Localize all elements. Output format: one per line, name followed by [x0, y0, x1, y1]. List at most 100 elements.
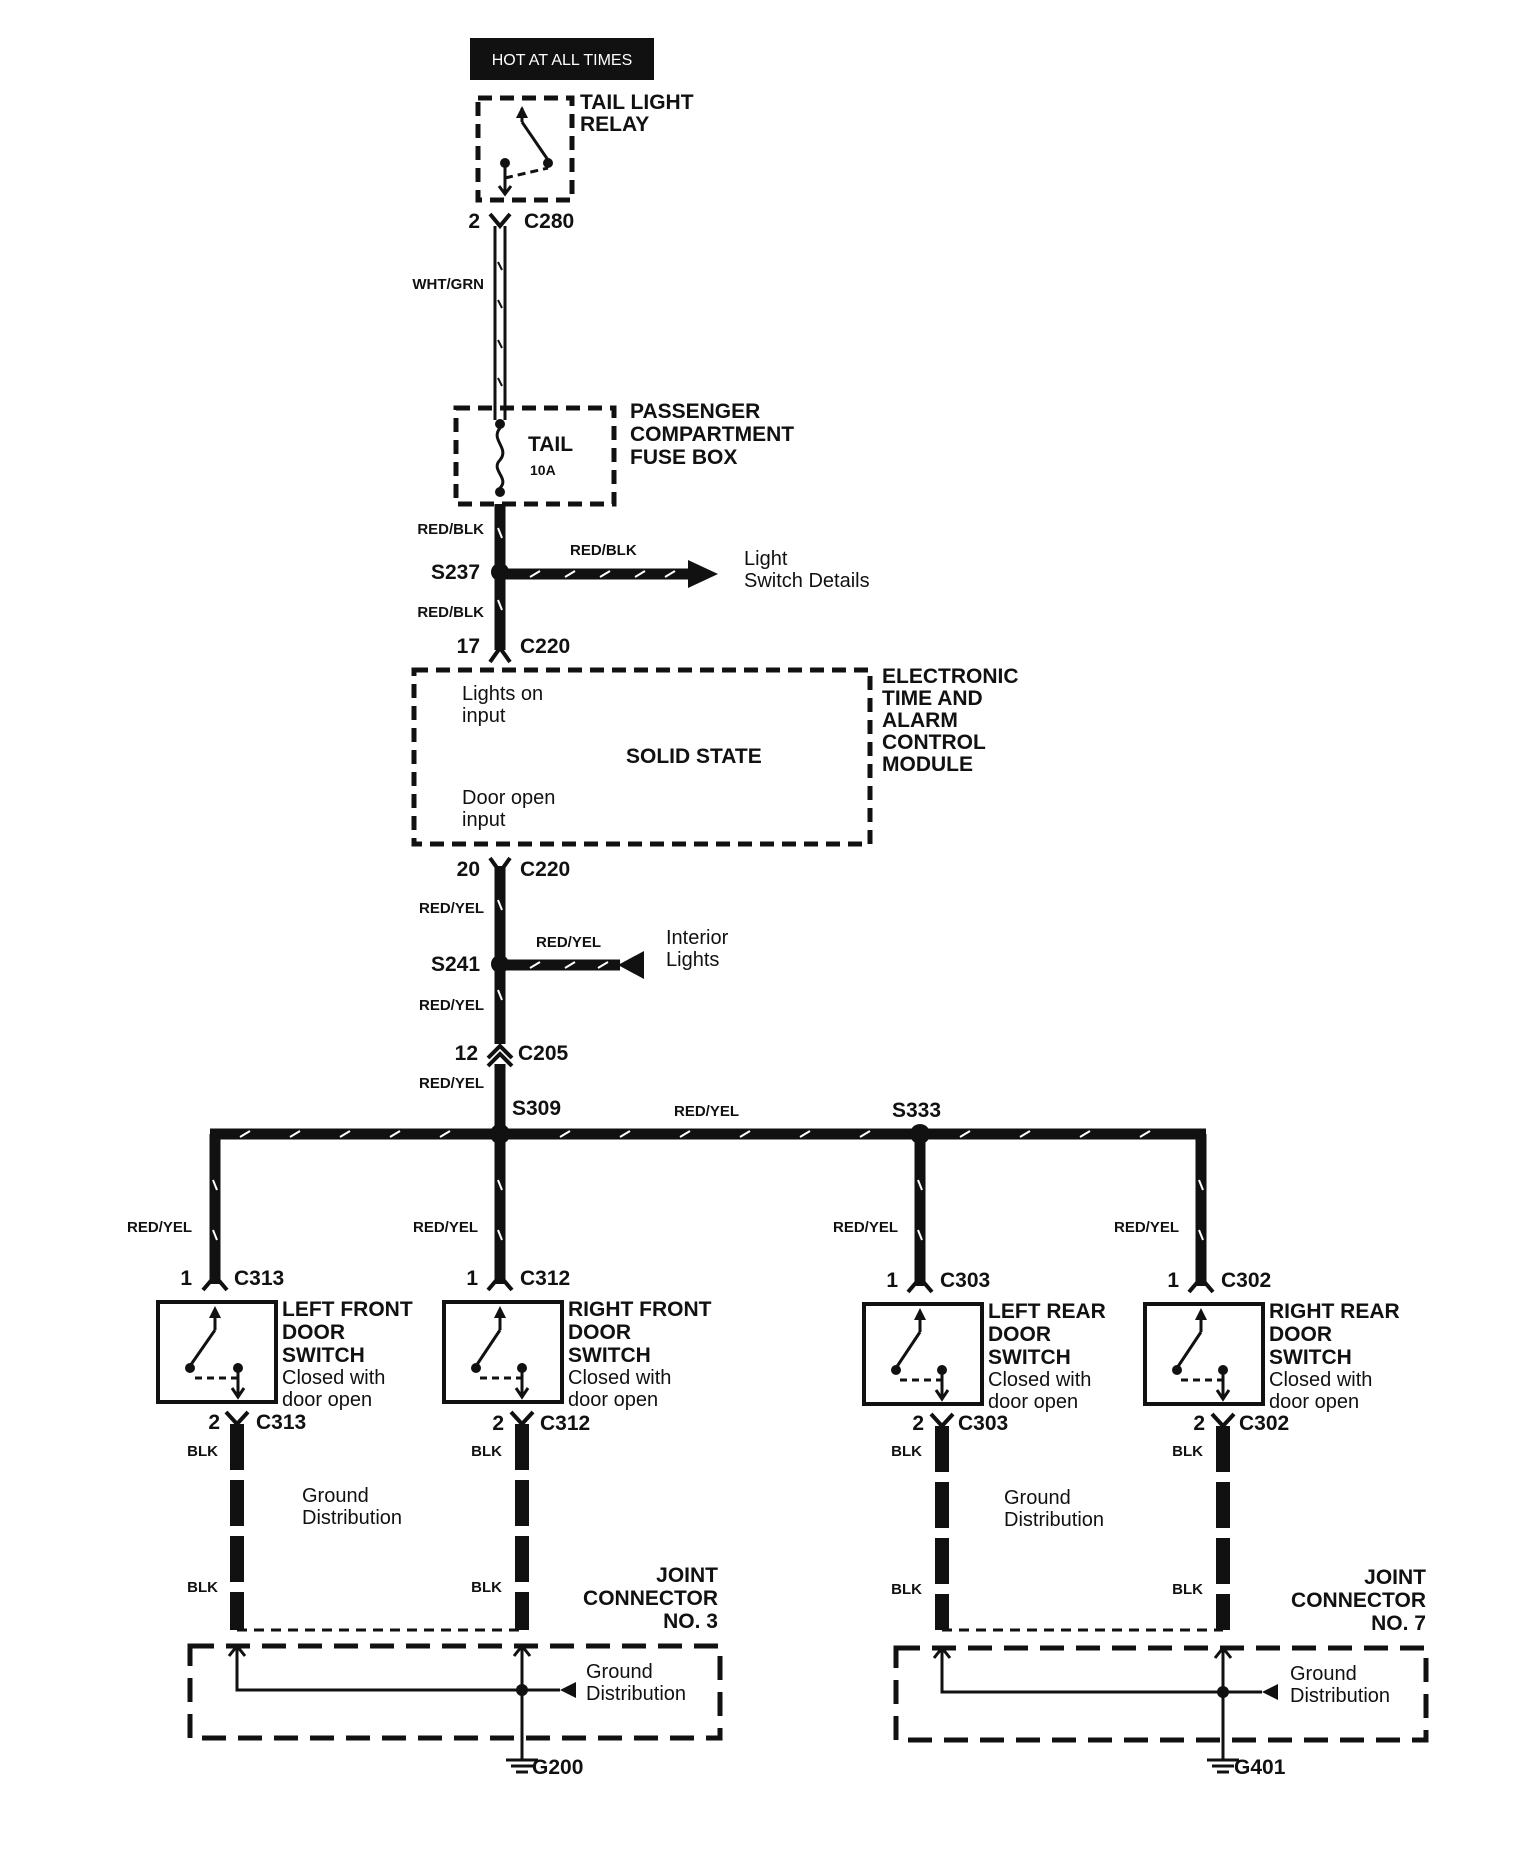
- tail-light-relay: [475, 95, 575, 203]
- switch-rf-title-3: SWITCH: [568, 1344, 651, 1367]
- switch-lr-conn-top: C303: [940, 1269, 990, 1292]
- switch-lf-note-1: Closed with: [282, 1367, 385, 1389]
- g401-label: G401: [1234, 1756, 1286, 1779]
- blk-label-rr-lower: BLK: [1172, 1581, 1203, 1598]
- blk-label-lf-lower: BLK: [187, 1579, 218, 1596]
- c220-top-conn: C220: [520, 635, 570, 658]
- switch-lf-note-2: door open: [282, 1389, 372, 1411]
- blk-label-lf-upper: BLK: [187, 1443, 218, 1460]
- light-switch-arrow: [688, 560, 718, 588]
- joint3-line-1: JOINT: [656, 1564, 718, 1587]
- switch-lr-note-2: door open: [988, 1391, 1078, 1413]
- ground-dist-left-1: Ground: [302, 1485, 369, 1507]
- switch-rr-title-2: DOOR: [1269, 1323, 1332, 1346]
- light-switch-line-2: Switch Details: [744, 570, 870, 592]
- joint7-line-2: CONNECTOR: [1291, 1589, 1426, 1612]
- c220-bottom-pin: 20: [457, 858, 480, 881]
- switch-rf-title-1: RIGHT FRONT: [568, 1298, 712, 1321]
- switch-lf-conn-bot: C313: [256, 1411, 306, 1434]
- red-blk-label-lower: RED/BLK: [417, 604, 484, 621]
- joint7-line-3: NO. 7: [1371, 1612, 1426, 1635]
- switch-rr-conn-bot: C302: [1239, 1412, 1289, 1435]
- fuse-box-title-3: FUSE BOX: [630, 446, 737, 469]
- wht-grn-label: WHT/GRN: [412, 276, 484, 293]
- interior-lights-line-2: Lights: [666, 949, 719, 971]
- c220-top-connector: [488, 644, 512, 664]
- blk-label-lr-lower: BLK: [891, 1581, 922, 1598]
- red-yel-drop-label-lf: RED/YEL: [127, 1219, 192, 1236]
- joint-connector-7: [893, 1628, 1429, 1760]
- switch-lr-note-1: Closed with: [988, 1369, 1091, 1391]
- fuse-icon: [495, 427, 505, 490]
- joint3-ground-dist-1: Ground: [586, 1661, 653, 1683]
- interior-lights-arrow: [618, 951, 644, 979]
- joint7-ground-dist-1: Ground: [1290, 1663, 1357, 1685]
- switch-rf-note-1: Closed with: [568, 1367, 671, 1389]
- red-yel-label-3: RED/YEL: [419, 1075, 484, 1092]
- c220-top-pin: 17: [457, 635, 480, 658]
- switch-rf-title-2: DOOR: [568, 1321, 631, 1344]
- blk-ground-wires: [230, 1424, 1230, 1630]
- s237-label: S237: [431, 561, 480, 584]
- module-title-4: CONTROL: [882, 731, 986, 754]
- joint7-ground-dist-2: Distribution: [1290, 1685, 1390, 1707]
- s333-label: S333: [892, 1099, 941, 1122]
- hot-at-all-times-label: HOT AT ALL TIMES: [492, 52, 633, 69]
- red-yel-label-2: RED/YEL: [419, 997, 484, 1014]
- tail-relay-title-2: RELAY: [580, 113, 649, 136]
- switch-lf-title-2: DOOR: [282, 1321, 345, 1344]
- switch-rf-conn-bot: C312: [540, 1412, 590, 1435]
- red-yel-drop-label-lr: RED/YEL: [833, 1219, 898, 1236]
- hot-at-all-times-banner: [470, 38, 654, 80]
- fuse-box-title-2: COMPARTMENT: [630, 423, 794, 446]
- joint3-ground-dist-2: Distribution: [586, 1683, 686, 1705]
- joint3-line-2: CONNECTOR: [583, 1587, 718, 1610]
- ground-dist-left-2: Distribution: [302, 1507, 402, 1529]
- g401-ground-icon: [1207, 1758, 1239, 1774]
- switch-lr-title-3: SWITCH: [988, 1346, 1071, 1369]
- switch-lf-conn-top: C313: [234, 1267, 284, 1290]
- blk-label-rr-upper: BLK: [1172, 1443, 1203, 1460]
- blk-label-rf-upper: BLK: [471, 1443, 502, 1460]
- module-title-5: MODULE: [882, 753, 973, 776]
- c220-bottom-conn: C220: [520, 858, 570, 881]
- blk-label-lr-upper: BLK: [891, 1443, 922, 1460]
- switch-lf-pin-bot: 2: [208, 1411, 220, 1434]
- door-switch-lr: [862, 1274, 984, 1406]
- s241-label: S241: [431, 953, 480, 976]
- interior-lights-line-1: Interior: [666, 927, 729, 949]
- red-yel-drop-label-rf: RED/YEL: [413, 1219, 478, 1236]
- c280-pin: 2: [468, 210, 480, 233]
- switch-rr-conn-top: C302: [1221, 1269, 1271, 1292]
- switch-lf-pin-top: 1: [180, 1267, 192, 1290]
- lights-on-input-2: input: [462, 705, 506, 727]
- c205-conn: C205: [518, 1042, 569, 1065]
- switch-lr-title-1: LEFT REAR: [988, 1300, 1106, 1323]
- wht-grn-wire: [493, 226, 507, 420]
- module-title-1: ELECTRONIC: [882, 665, 1019, 688]
- door-switch-rf: [442, 1272, 564, 1404]
- red-blk-branch-label: RED/BLK: [570, 542, 637, 559]
- fuse-box-title-1: PASSENGER: [630, 400, 760, 423]
- s309-label: S309: [512, 1097, 561, 1120]
- door-switch-lf: [156, 1272, 278, 1404]
- switch-rr-title-1: RIGHT REAR: [1269, 1300, 1400, 1323]
- lights-on-input-1: Lights on: [462, 683, 543, 705]
- switch-rf-pin-bot: 2: [492, 1412, 504, 1435]
- red-yel-drop-label-rr: RED/YEL: [1114, 1219, 1179, 1236]
- joint3-line-3: NO. 3: [663, 1610, 718, 1633]
- switch-rr-note-2: door open: [1269, 1391, 1359, 1413]
- g200-label: G200: [532, 1756, 583, 1779]
- fuse-box: [453, 405, 617, 507]
- module-title-3: ALARM: [882, 709, 958, 732]
- red-yel-bus-label: RED/YEL: [674, 1103, 739, 1120]
- switch-rr-pin-top: 1: [1167, 1269, 1179, 1292]
- c205-pin: 12: [455, 1042, 478, 1065]
- switch-lf-title-1: LEFT FRONT: [282, 1298, 413, 1321]
- tail-relay-title-1: TAIL LIGHT: [580, 91, 694, 114]
- switch-lf-title-3: SWITCH: [282, 1344, 365, 1367]
- control-module-box: [411, 667, 873, 847]
- fuse-rating: 10A: [530, 462, 556, 478]
- c280-connector-symbol: [488, 212, 512, 230]
